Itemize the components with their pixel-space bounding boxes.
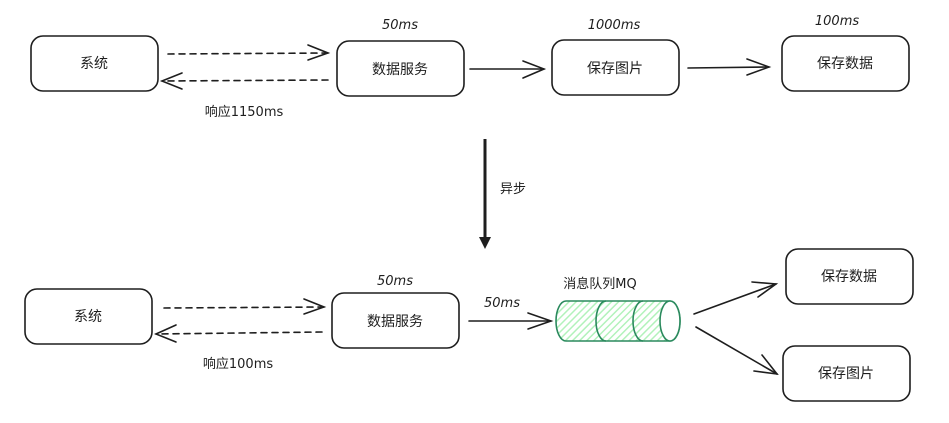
sync-response-arrow (159, 72, 329, 90)
async-transition-arrow (479, 139, 491, 249)
async-arrow-to-mq (468, 312, 554, 330)
mq-segment-divider (632, 300, 644, 342)
async-label: 异步 (500, 182, 526, 197)
async-system-label: 系统 (74, 309, 102, 325)
sync-arrow-to-save-image (469, 60, 547, 79)
async-to-mq-time: 50ms (484, 296, 520, 311)
sync-request-arrow (167, 44, 331, 61)
sync-arrow-to-save-data (687, 58, 772, 76)
sync-system-label: 系统 (80, 56, 108, 72)
async-response-label: 响应100ms (203, 356, 273, 372)
sync-response-label: 响应1150ms (205, 104, 284, 120)
async-response-arrow (153, 324, 323, 343)
async-system-node[interactable]: 系统 (24, 288, 153, 345)
sync-data-service-time: 50ms (382, 18, 418, 33)
sync-save-data-time: 100ms (815, 14, 859, 29)
mq-cylinder-end (659, 300, 681, 342)
mq-label: 消息队列MQ (563, 276, 636, 292)
async-save-image-node[interactable]: 保存图片 (782, 345, 911, 402)
sync-data-service-label: 数据服务 (372, 62, 428, 78)
async-arrow-to-save-image (695, 326, 779, 376)
async-data-service-node[interactable]: 数据服务 (331, 292, 460, 349)
sync-system-node[interactable]: 系统 (30, 35, 159, 92)
async-data-service-time: 50ms (377, 274, 413, 289)
sync-save-image-node[interactable]: 保存图片 (551, 39, 680, 96)
async-save-data-node[interactable]: 保存数据 (785, 248, 914, 305)
sync-data-service-node[interactable]: 数据服务 (336, 40, 465, 97)
sync-save-image-time: 1000ms (588, 18, 641, 33)
mq-segment-divider (595, 300, 607, 342)
async-data-service-label: 数据服务 (367, 314, 423, 330)
sync-save-data-label: 保存数据 (817, 56, 873, 72)
sync-save-data-node[interactable]: 保存数据 (781, 35, 910, 92)
sync-save-image-label: 保存图片 (587, 61, 643, 77)
async-arrow-to-save-data (693, 281, 779, 315)
async-request-arrow (163, 298, 327, 315)
async-save-image-label: 保存图片 (818, 366, 874, 382)
async-save-data-label: 保存数据 (821, 269, 877, 285)
mq-cylinder[interactable] (555, 300, 681, 342)
